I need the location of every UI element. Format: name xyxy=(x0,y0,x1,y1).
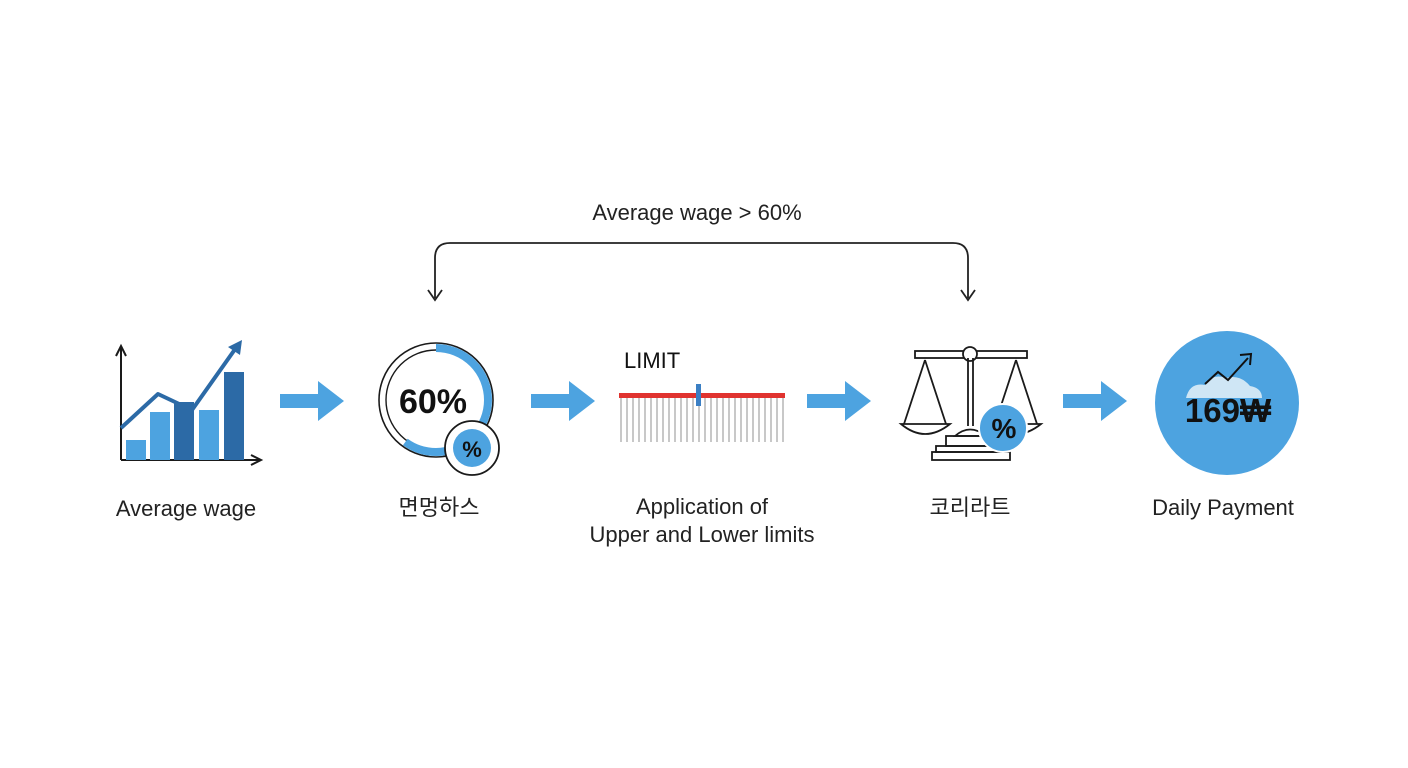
flow-arrow-3 xyxy=(807,381,871,421)
bar-chart-trend-icon xyxy=(115,340,264,466)
ring-value: 60% xyxy=(399,383,467,421)
balance-scale-icon xyxy=(898,346,1044,461)
flow-arrow-4 xyxy=(1063,381,1127,421)
limit-line xyxy=(619,393,785,398)
limit-marker xyxy=(696,384,701,406)
limit-gauge-icon: LIMIT xyxy=(619,348,785,442)
top-connector-label: Average wage > 60% xyxy=(592,200,801,225)
gauge-label: LIMIT xyxy=(624,348,680,373)
step-label: 코리라트 xyxy=(930,495,1011,520)
step-label: Daily Payment xyxy=(1152,495,1294,520)
progress-arc xyxy=(380,344,492,456)
flow-arrow-2 xyxy=(531,381,595,421)
percent-progress-ring-icon: 60% % xyxy=(378,342,500,476)
step-scale: % 코리라트 xyxy=(898,346,1044,520)
flow-arrow-1 xyxy=(280,381,344,421)
top-connector: Average wage > 60% xyxy=(427,200,976,302)
step-label-line2: Upper and Lower limits xyxy=(590,522,815,547)
step-limits: LIMIT Application of Upper and Lower lim… xyxy=(590,348,815,547)
step-label: 면멍하스 xyxy=(399,495,480,520)
step-label: Average wage xyxy=(116,496,256,521)
connector-arrowhead-left xyxy=(427,289,443,302)
scale-percent-badge: % xyxy=(992,413,1017,444)
step-replacement-rate: 60% % 면멍하스 xyxy=(378,342,500,520)
connector-arrowhead-right xyxy=(960,289,976,302)
percent-badge: % xyxy=(462,437,482,462)
step-label-line1: Application of xyxy=(636,494,769,519)
payment-circle-icon: 169₩ xyxy=(1155,331,1299,475)
gauge-ticks xyxy=(620,398,784,442)
payment-amount: 169₩ xyxy=(1185,392,1272,429)
step-average-wage: Average wage xyxy=(115,340,264,521)
scale-badge-circle xyxy=(978,403,1028,453)
step-daily-payment: 169₩ Daily Payment xyxy=(1152,331,1299,520)
connector-bracket-line xyxy=(434,242,969,298)
